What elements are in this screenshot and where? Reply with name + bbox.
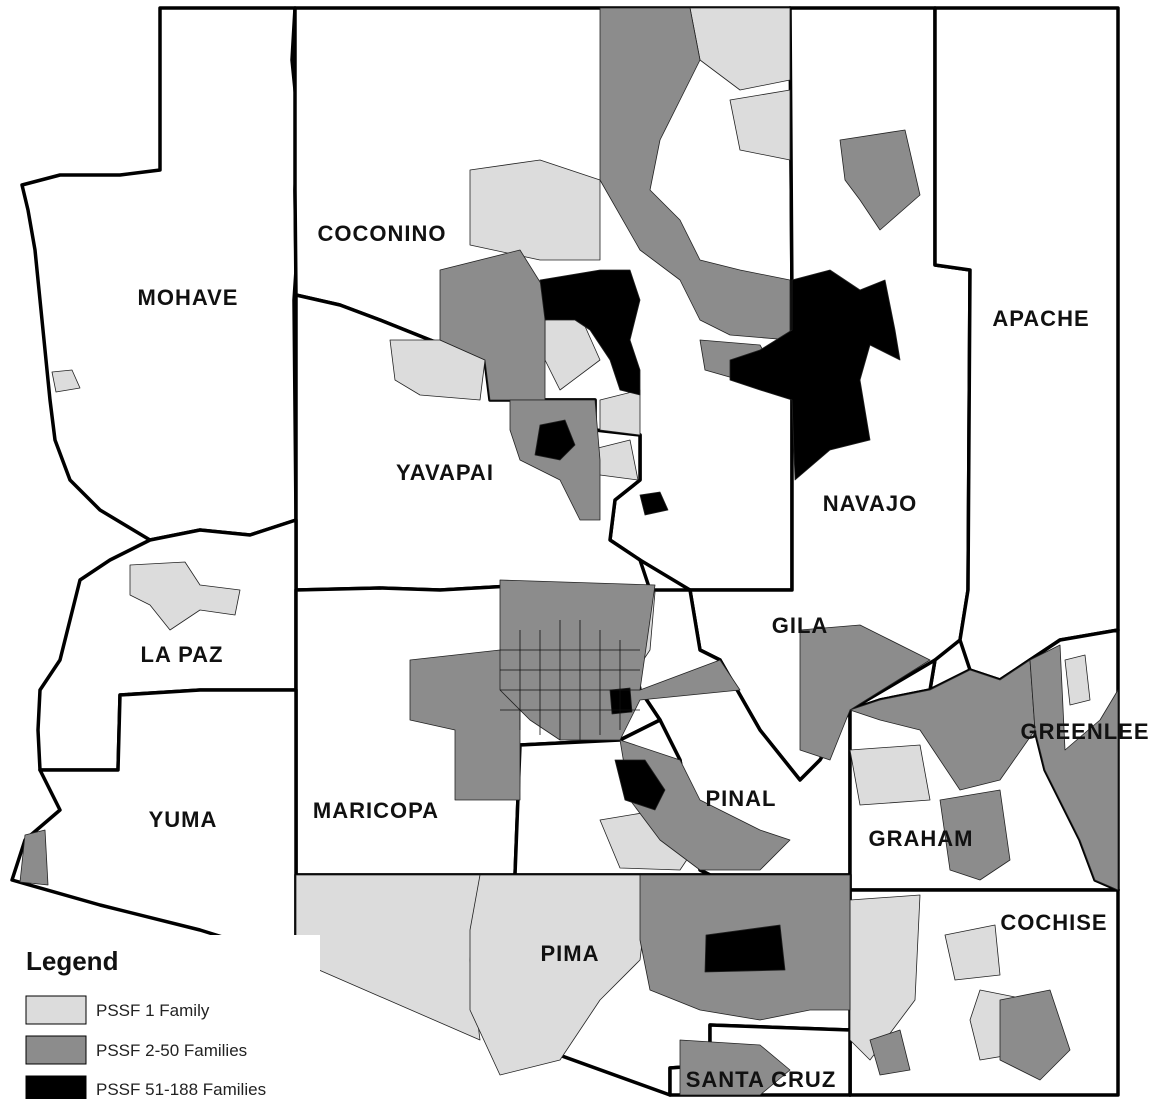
tract-dark	[609, 687, 633, 715]
tract-layer	[19, 7, 1119, 1096]
tract-medium	[679, 1039, 791, 1096]
tract-light	[849, 894, 921, 1061]
legend-swatch-light	[25, 995, 87, 1025]
county-label-yuma: YUMA	[149, 807, 218, 832]
legend-item: PSSF 51-188 Families	[25, 1075, 266, 1099]
legend-item: PSSF 2-50 Families	[25, 1035, 247, 1065]
tracts-light	[51, 7, 1091, 1076]
county-label-gila: GILA	[772, 613, 829, 638]
tract-medium	[619, 739, 791, 871]
tract-medium	[19, 829, 49, 886]
county-label-navajo: NAVAJO	[823, 491, 917, 516]
legend-swatch-medium	[25, 1035, 87, 1065]
county-label-mohave: MOHAVE	[138, 285, 239, 310]
county-label-cochise: COCHISE	[1000, 910, 1107, 935]
tracts-medium	[19, 7, 1119, 1096]
county-label-maricopa: MARICOPA	[313, 798, 439, 823]
tract-light	[129, 561, 241, 631]
legend-swatch-dark	[25, 1075, 87, 1099]
county-mohave	[20, 6, 300, 542]
county-label-la-paz: LA PAZ	[141, 642, 224, 667]
tract-dark	[639, 491, 669, 516]
tract-light	[51, 369, 81, 393]
legend-title: Legend	[26, 946, 118, 976]
tract-light	[729, 89, 791, 161]
tract-light	[1064, 654, 1091, 706]
legend-label: PSSF 2-50 Families	[96, 1041, 247, 1060]
tract-medium	[1029, 644, 1119, 891]
tract-dark	[534, 419, 576, 461]
county-label-pinal: PINAL	[706, 786, 777, 811]
county-label-graham: GRAHAM	[869, 826, 974, 851]
tract-dark	[704, 924, 786, 973]
tract-medium	[599, 7, 791, 341]
tract-light	[599, 389, 641, 436]
tract-light	[295, 874, 481, 1041]
tract-dark	[539, 269, 641, 396]
tract-dark	[729, 269, 901, 481]
tract-light	[469, 159, 601, 261]
tract-medium	[939, 789, 1011, 881]
tract-medium	[869, 1029, 911, 1076]
county-label-apache: APACHE	[992, 306, 1089, 331]
tract-dark	[614, 759, 666, 811]
tract-medium	[999, 989, 1071, 1081]
tract-light	[944, 924, 1001, 981]
tracts-dark	[534, 269, 901, 973]
legend-item: PSSF 1 Family	[25, 995, 210, 1025]
legend-label: PSSF 1 Family	[96, 1001, 210, 1020]
county-label-yavapai: YAVAPAI	[396, 460, 494, 485]
legend: Legend PSSF 1 Family PSSF 2-50 Families …	[0, 935, 320, 1099]
county-label-greenlee: GREENLEE	[1020, 719, 1149, 744]
grid-line	[500, 620, 640, 740]
county-label-pima: PIMA	[541, 941, 600, 966]
legend-label: PSSF 51-188 Families	[96, 1080, 266, 1099]
county-label-santa-cruz: SANTA CRUZ	[686, 1067, 837, 1092]
tract-light	[849, 744, 931, 806]
phoenix-tract-grid	[500, 620, 640, 740]
tract-medium	[509, 399, 601, 521]
county-labels: MOHAVE COCONINO APACHE YAVAPAI NAVAJO LA…	[138, 221, 1149, 1092]
tract-medium	[839, 129, 921, 231]
county-label-coconino: COCONINO	[318, 221, 447, 246]
